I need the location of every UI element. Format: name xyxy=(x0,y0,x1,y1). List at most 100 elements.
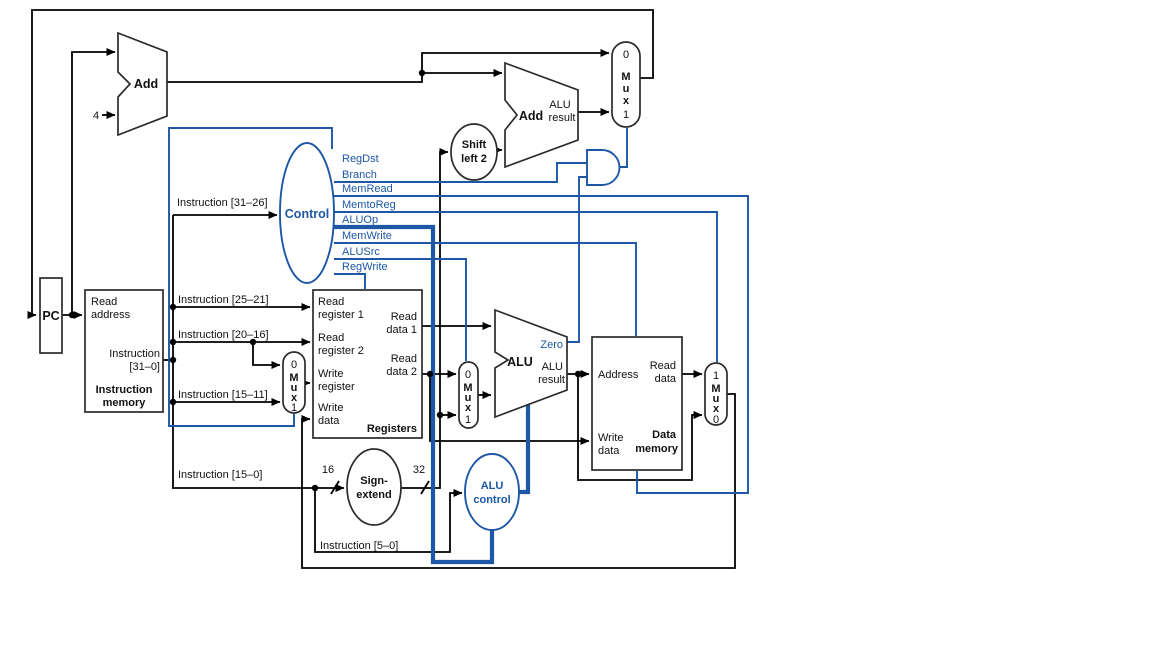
branch-adder-result-label: result xyxy=(549,112,576,124)
mux-label: x xyxy=(623,95,630,107)
wire-zero xyxy=(567,176,587,343)
shift-left-2-unit xyxy=(450,123,498,181)
junction-dot xyxy=(311,484,319,492)
bus-width-32: 32 xyxy=(413,464,425,476)
mux-label: M xyxy=(621,71,630,83)
mux-input-0: 0 xyxy=(713,414,719,426)
shift-left-2-label: left 2 xyxy=(461,153,487,165)
alu-unit xyxy=(494,308,568,419)
sign-extend-unit xyxy=(346,448,402,526)
mux-input-0: 0 xyxy=(465,369,471,381)
control-signal-labels: RegDst Branch MemRead MemtoReg ALUOp Mem… xyxy=(342,153,396,273)
mux-memtoreg-labels: 1 M u x 0 xyxy=(711,370,720,426)
instr-bits-31-26: Instruction [31–26] xyxy=(177,197,268,209)
sign-extend-label: Sign- xyxy=(360,475,388,487)
dmem-read-data: Read xyxy=(650,360,676,372)
control-wires xyxy=(168,127,749,565)
mux-label: u xyxy=(713,393,720,405)
junction-dot xyxy=(68,311,76,319)
wire-alusrc xyxy=(334,258,467,361)
mux-pcsrc-labels: 0 M u x 1 xyxy=(621,49,630,121)
signal-alusrc: ALUSrc xyxy=(342,246,380,258)
wire-pc-to-add xyxy=(71,48,116,315)
reg-read-data-1: data 1 xyxy=(386,324,417,336)
instr-bits-15-11: Instruction [15–11] xyxy=(178,389,268,401)
reg-write-data: Write xyxy=(318,402,343,414)
mux-label: u xyxy=(623,83,630,95)
junction-dots xyxy=(68,69,582,492)
alu-result-label: ALU xyxy=(542,361,563,373)
mux-label: x xyxy=(291,392,298,404)
imem-read-address: Read xyxy=(91,296,117,308)
junction-dot xyxy=(169,338,177,346)
reg-read-data-2: Read xyxy=(391,353,417,365)
sign-extend-label: extend xyxy=(356,489,391,501)
branch-adder xyxy=(504,61,579,169)
wire-regwrite xyxy=(334,273,366,289)
instruction-memory-labels: Read address Instruction [31–0] Instruct… xyxy=(91,296,160,409)
junction-dot xyxy=(418,69,426,77)
wire-instr-20-16-to-mux xyxy=(252,342,281,369)
adder-label: Add xyxy=(134,77,158,91)
signal-memwrite: MemWrite xyxy=(342,230,392,242)
alu-result-label: result xyxy=(538,374,565,386)
mux-input-0: 0 xyxy=(623,49,629,61)
reg-read-register-1: register 1 xyxy=(318,309,364,321)
mux-label: u xyxy=(291,382,298,394)
mux-input-0: 0 xyxy=(291,359,297,371)
dmem-write-data: data xyxy=(598,445,620,457)
imem-read-address: address xyxy=(91,309,131,321)
dmem-read-data: data xyxy=(655,373,677,385)
reg-write-register: Write xyxy=(318,368,343,380)
reg-read-register-1: Read xyxy=(318,296,344,308)
mux-memtoreg xyxy=(704,362,728,426)
wire-alu-result-to-wbmux xyxy=(577,374,703,481)
mux-input-1: 1 xyxy=(623,109,629,121)
signal-branch: Branch xyxy=(342,169,377,181)
wire-aluop xyxy=(334,224,495,565)
dmem-title: Data xyxy=(652,429,677,441)
junction-dot xyxy=(169,356,177,364)
mux-alusrc-labels: 0 M u x 1 xyxy=(463,369,472,426)
signal-regwrite: RegWrite xyxy=(342,261,388,273)
imem-instruction-out: [31–0] xyxy=(129,361,160,373)
wire-alucontrol-out xyxy=(519,404,531,495)
instruction-memory xyxy=(84,289,164,413)
registers-title: Registers xyxy=(367,423,417,435)
mux-regdst xyxy=(282,351,306,414)
branch-adder-label: Add xyxy=(519,109,543,123)
junction-dot xyxy=(169,303,177,311)
wire-signext-to-shift xyxy=(400,148,449,489)
alu-label: ALU xyxy=(507,355,533,369)
mux-regdst-labels: 0 M u x 1 xyxy=(289,359,298,414)
wire-branch-and-out xyxy=(619,128,628,168)
signal-memread: MemRead xyxy=(342,183,393,195)
mux-pcsrc xyxy=(611,41,641,128)
junction-dot xyxy=(169,398,177,406)
alu-control-label: ALU xyxy=(481,480,504,492)
imem-instruction-out: Instruction xyxy=(109,348,160,360)
increment-constant: 4 xyxy=(93,110,99,122)
signal-aluop: ALUOp xyxy=(342,214,378,226)
instr-bits-15-0: Instruction [15–0] xyxy=(178,469,262,481)
instr-bits-5-0: Instruction [5–0] xyxy=(320,540,398,552)
dmem-write-data: Write xyxy=(598,432,623,444)
data-memory-labels: Address Read data Write data Data memory xyxy=(598,360,679,457)
bus-width-slash xyxy=(330,480,340,495)
bus-width-16: 16 xyxy=(322,464,334,476)
mux-alusrc xyxy=(458,361,479,429)
mux-label: x xyxy=(713,403,720,415)
junction-dot xyxy=(249,338,257,346)
wire-add-to-mux0 xyxy=(167,49,610,83)
wire-memread xyxy=(334,195,749,494)
dmem-address: Address xyxy=(598,369,639,381)
control-label: Control xyxy=(285,207,329,221)
junction-dot xyxy=(426,370,434,378)
wire-read-data-2-to-dmem xyxy=(429,374,590,445)
alu-control-unit xyxy=(464,453,520,531)
pc-label: PC xyxy=(42,309,59,323)
reg-write-register: register xyxy=(318,381,355,393)
junction-dot xyxy=(574,370,582,378)
mux-label: M xyxy=(711,383,720,395)
reg-read-data-1: Read xyxy=(391,311,417,323)
